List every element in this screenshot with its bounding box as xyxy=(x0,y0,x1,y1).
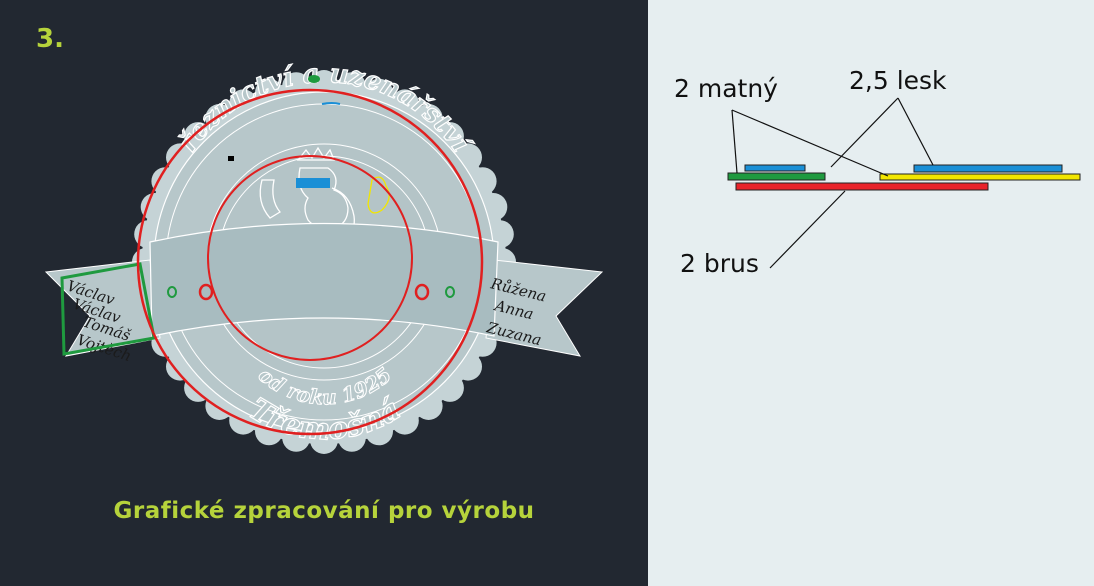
green-top-mark xyxy=(308,75,320,83)
matte-green-layer xyxy=(727,172,826,181)
left-names-frame xyxy=(60,262,156,356)
brush-red-layer xyxy=(735,182,989,191)
green-hole-right xyxy=(445,286,455,298)
blue-accent xyxy=(321,102,341,105)
badge-disc xyxy=(132,70,516,454)
cut-lines xyxy=(136,88,484,436)
gloss-blue-layer xyxy=(913,164,1063,173)
layer-diagram: 2 matný 2,5 lesk 2 brus xyxy=(674,66,1081,278)
brush-label: 2 brus xyxy=(680,249,759,278)
leader-lines xyxy=(731,97,934,269)
caption: Grafické zpracování pro výrobu xyxy=(113,498,535,524)
step-number: 3. xyxy=(36,24,64,54)
gloss-label: 2,5 lesk xyxy=(849,66,947,95)
layers-panel: 2 matný 2,5 lesk 2 brus xyxy=(648,0,1094,586)
badge-artwork: řeznictví a uzenářství Třemošná od roku … xyxy=(44,58,604,454)
matte-label: 2 matný xyxy=(674,74,778,103)
green-hole-left xyxy=(167,286,177,298)
matte-blue-layer xyxy=(744,164,806,172)
gloss-yellow-layer xyxy=(879,173,1081,181)
mark-dot xyxy=(228,156,234,161)
badge-panel: řeznictví a uzenářství Třemošná od roku … xyxy=(0,0,648,586)
